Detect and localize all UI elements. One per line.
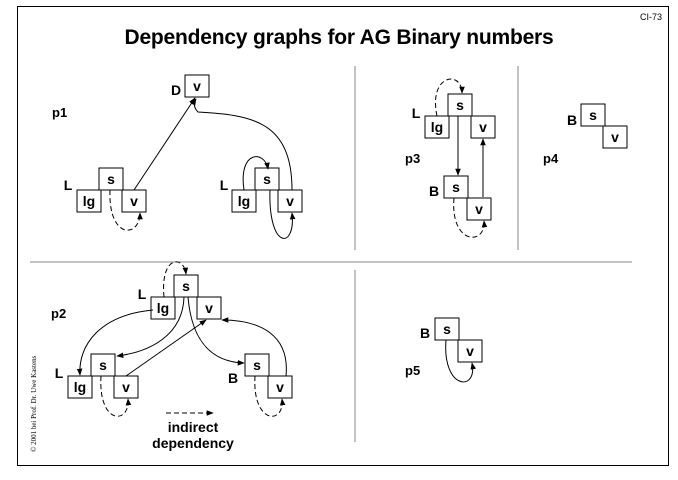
- p1-left-label-L: L: [64, 177, 73, 193]
- p2-B-attr-v: v: [276, 379, 284, 395]
- panel-label-p5: p5: [405, 363, 420, 378]
- legend-line1: indirect: [168, 419, 219, 435]
- p3-B-attr-s: s: [452, 179, 460, 195]
- p2-edge-lg-to-bottom-lg: [76, 309, 154, 376]
- p2-edge-s-to-B-s: [187, 296, 245, 366]
- p4-B-attr-v: v: [611, 129, 619, 145]
- panel-label-p1: p1: [52, 105, 67, 120]
- p2-edge-s-to-bottom-s: [116, 296, 185, 359]
- p1-indirect-left-s-to-v: [109, 189, 143, 231]
- p1-node-L-right: s lg v L: [220, 167, 303, 213]
- legend-line2: dependency: [152, 435, 234, 451]
- p1-right-attr-v: v: [286, 193, 294, 209]
- p2-indirect-B-s-to-v: [254, 375, 286, 417]
- p2-indirect-top-lg-to-s: [163, 261, 189, 298]
- panel-label-p3: p3: [405, 151, 420, 166]
- p2-top-attr-s: s: [182, 278, 190, 294]
- p3-B-attr-v: v: [475, 201, 483, 217]
- p5-node-B: s v B: [420, 317, 483, 363]
- p3-label-L: L: [412, 105, 421, 121]
- p3-node-B: s v B: [429, 175, 492, 221]
- p1-left-attr-v: v: [130, 193, 138, 209]
- p1-left-attr-lg: lg: [83, 193, 95, 209]
- p2-top-attr-lg: lg: [157, 300, 169, 316]
- p3-indirect-lg-to-s: [435, 78, 465, 117]
- p1-left-attr-s: s: [107, 171, 115, 187]
- p3-L-attr-v: v: [479, 119, 487, 135]
- p1-right-attr-s: s: [263, 171, 271, 187]
- p4-B-attr-s: s: [589, 107, 597, 123]
- p2-bottom-attr-lg: lg: [74, 379, 86, 395]
- p1-node-L-left: s lg v L: [64, 167, 147, 213]
- p3-L-attr-s: s: [456, 97, 464, 113]
- p1-edge-right-s-to-v: [269, 189, 296, 239]
- p1-right-label-L: L: [220, 177, 229, 193]
- slide-frame: [17, 6, 669, 466]
- p2-node-L-top: s lg v L: [138, 274, 222, 320]
- slide-id: CI-73: [639, 12, 662, 22]
- p2-node-B: s v B: [228, 353, 293, 399]
- slide-title: Dependency graphs for AG Binary numbers: [124, 26, 554, 49]
- p5-B-attr-s: s: [443, 321, 451, 337]
- p5-label-B: B: [420, 325, 430, 341]
- p3-label-B: B: [429, 183, 439, 199]
- panel-label-p2: p2: [51, 306, 66, 321]
- p2-bottom-attr-s: s: [99, 357, 107, 373]
- p2-label-B: B: [228, 370, 238, 386]
- p5-edge-s-to-v: [445, 339, 477, 383]
- p2-indirect-bottom-s-to-v: [100, 375, 132, 417]
- p1-edge-right-v-to-D: [190, 98, 293, 191]
- p1-edge-left-v-to-D: [133, 97, 196, 191]
- p2-top-label-L: L: [138, 286, 147, 302]
- p1-attr-D-v: v: [193, 78, 201, 94]
- p2-B-attr-s: s: [253, 357, 261, 373]
- p1-right-attr-lg: lg: [238, 193, 250, 209]
- p1-edge-right-lg-to-s: [242, 156, 270, 191]
- p2-edge-bottom-v-to-v: [125, 319, 207, 377]
- p3-node-L: s lg v L: [412, 93, 496, 139]
- p1-label-D: D: [171, 82, 181, 98]
- panel-label-p4: p4: [543, 151, 559, 166]
- p2-edge-B-v-to-v: [221, 317, 287, 377]
- p2-bottom-label-L: L: [55, 365, 64, 381]
- p4-node-B: s v B: [567, 103, 628, 149]
- p2-top-attr-v: v: [205, 300, 213, 316]
- p2-node-L-bottom: s lg v L: [55, 353, 139, 399]
- p3-L-attr-lg: lg: [431, 119, 443, 135]
- p4-label-B: B: [567, 112, 577, 128]
- p5-B-attr-v: v: [466, 343, 474, 359]
- p3-indirect-B-s-to-v: [453, 197, 488, 238]
- p2-bottom-attr-v: v: [122, 379, 130, 395]
- p1-node-D: v D: [171, 74, 210, 98]
